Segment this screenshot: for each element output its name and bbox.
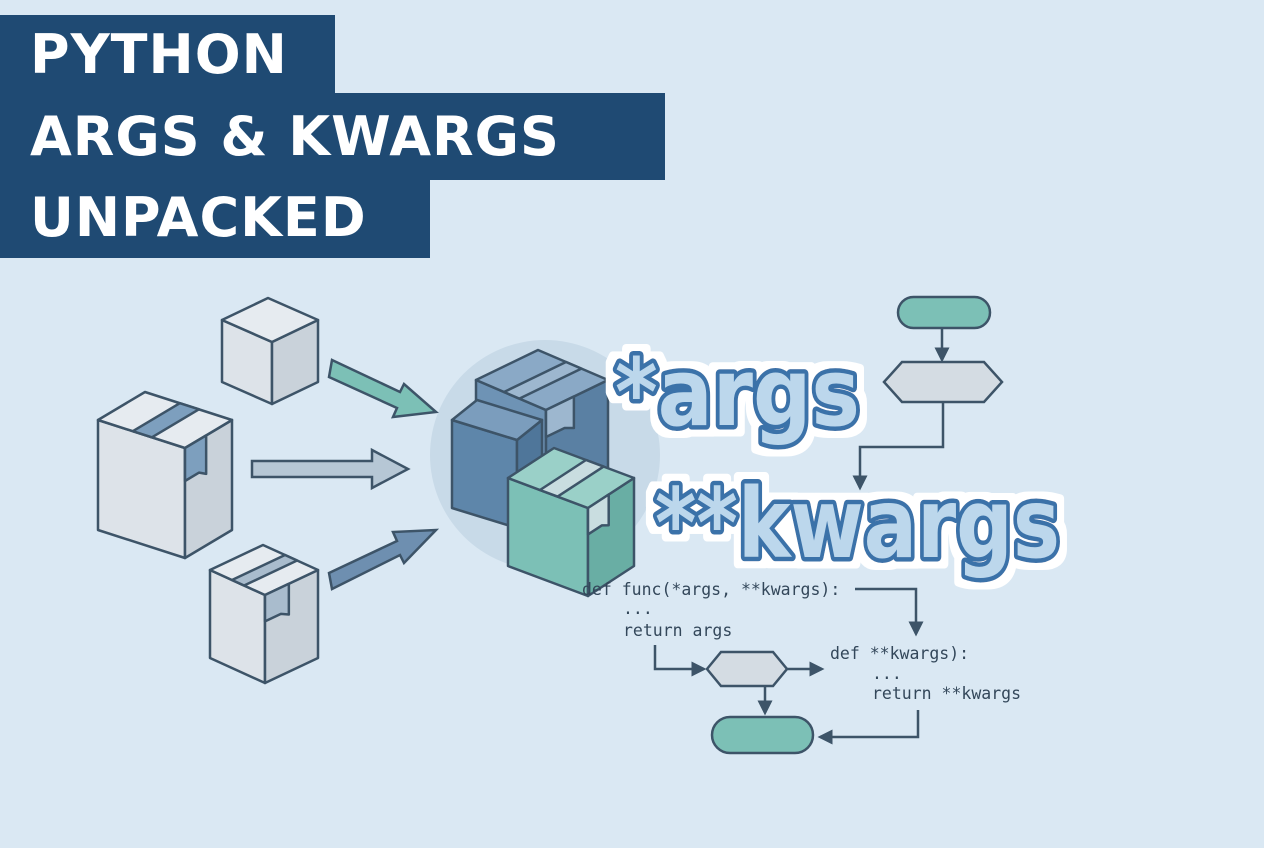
code-line: def **kwargs): xyxy=(830,644,969,663)
box-icon xyxy=(506,446,636,598)
flowchart-top xyxy=(852,295,1004,491)
decision-hexagon xyxy=(882,360,1004,404)
package-boxes xyxy=(96,296,636,685)
code-line: ... xyxy=(623,599,653,618)
title-line-3: UNPACKED xyxy=(0,178,430,258)
arrow-middle xyxy=(250,447,411,491)
code-line: ... xyxy=(872,664,902,683)
code-line: return args xyxy=(623,621,732,640)
code-line: return **kwargs xyxy=(872,684,1021,703)
arrow-bottom xyxy=(327,528,440,591)
kwargs-label: **kwargs xyxy=(655,468,1060,580)
process-hexagon xyxy=(705,650,789,688)
end-terminal xyxy=(710,715,815,755)
start-terminal xyxy=(896,295,992,330)
title-line-2: ARGS & KWARGS xyxy=(0,93,665,180)
code-line: def func(*args, **kwargs): xyxy=(582,580,840,599)
box-icon xyxy=(208,543,320,685)
flowchart-bottom xyxy=(653,587,924,755)
args-label: *args xyxy=(615,339,860,448)
arrow-top xyxy=(327,358,439,419)
box-icon xyxy=(96,390,234,560)
title-line-1: PYTHON xyxy=(0,15,335,95)
box-icon xyxy=(220,296,320,406)
